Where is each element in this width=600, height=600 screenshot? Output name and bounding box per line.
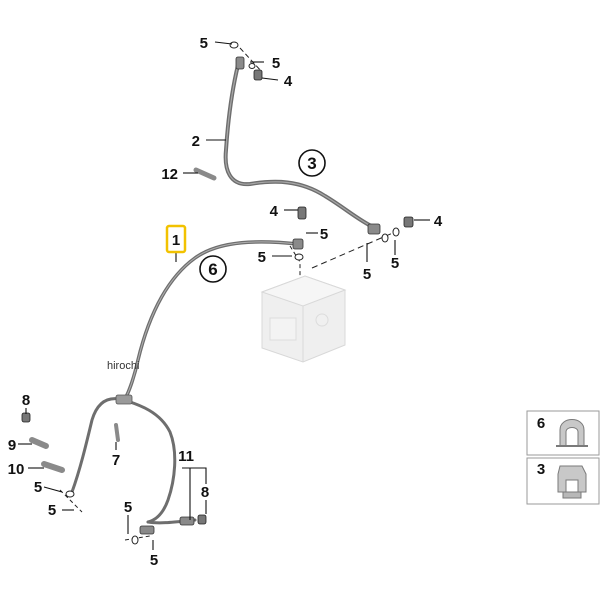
callout-11: 11 — [178, 448, 194, 465]
abs-module — [260, 275, 347, 363]
callout-labels: 5 5 4 2 3 12 1 4 5 6 5 4 5 5 hirochi 8 9… — [8, 35, 443, 569]
highlight-box-part-1 — [165, 224, 187, 254]
callout-5: 5 — [48, 502, 56, 519]
callout-9: 9 — [8, 437, 16, 454]
lower-brake-lines — [70, 394, 197, 525]
callout-5: 5 — [34, 479, 42, 496]
callout-1: 1 — [172, 232, 180, 249]
legend-label-6: 6 — [537, 415, 545, 432]
callout-3: 3 — [307, 154, 316, 173]
legend-label-3: 3 — [537, 461, 545, 478]
callout-5: 5 — [200, 35, 208, 52]
callout-5: 5 — [272, 55, 280, 72]
alignment-lines — [59, 47, 396, 541]
leader-lines — [18, 41, 430, 550]
callout-3-circle — [298, 149, 326, 177]
callout-5: 5 — [363, 266, 371, 283]
callout-8: 8 — [201, 484, 209, 501]
callout-4: 4 — [434, 213, 443, 230]
legend-panel: 6 3 — [526, 410, 600, 505]
callout-5: 5 — [150, 552, 158, 569]
callout-5: 5 — [320, 226, 328, 243]
clip-3-icon — [557, 465, 587, 499]
callout-5: 5 — [124, 499, 132, 516]
callout-12: 12 — [161, 166, 178, 183]
callout-10: 10 — [8, 461, 25, 478]
callout-4: 4 — [284, 73, 293, 90]
callout-6: 6 — [208, 260, 217, 279]
callout-6-circle — [199, 255, 227, 283]
callout-8: 8 — [22, 392, 30, 409]
brake-pipe-1 — [122, 240, 300, 402]
callout-2: 2 — [192, 133, 200, 150]
watermark: hirochi — [107, 360, 139, 372]
callout-5: 5 — [258, 249, 266, 266]
callout-5: 5 — [391, 255, 399, 272]
callout-4: 4 — [270, 203, 279, 220]
brake-hose-2 — [223, 63, 377, 230]
clip-6-icon — [556, 419, 588, 447]
callout-7: 7 — [112, 452, 120, 469]
